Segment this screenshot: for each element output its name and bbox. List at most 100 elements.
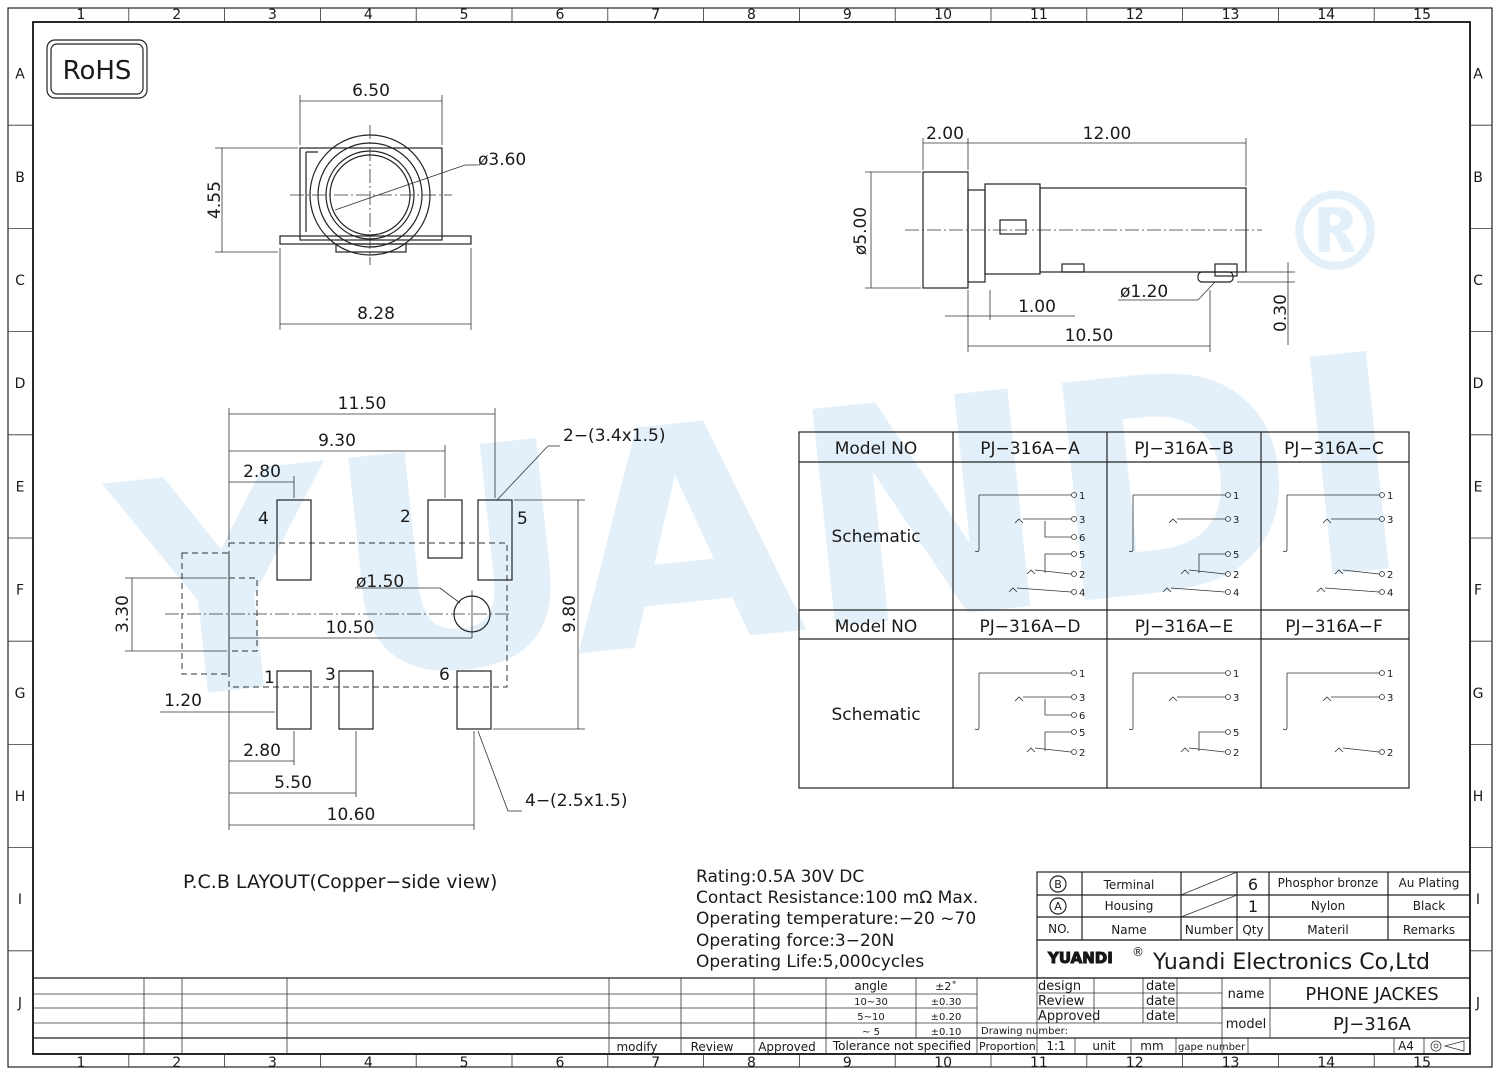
watermark-reg: ® xyxy=(1280,168,1390,296)
dim-side-height: 0.30 xyxy=(1271,294,1291,332)
bom-header-name: Name xyxy=(1111,923,1146,937)
dim-front-width-bottom: 8.28 xyxy=(357,304,395,324)
dim-side-bottom: 10.50 xyxy=(1065,326,1114,346)
spec-force: Operating force:3−20N xyxy=(696,931,894,951)
spec-rating: Rating:0.5A 30V DC xyxy=(696,867,864,887)
sheet-border: 1122334455667788991010111112121313141415… xyxy=(7,7,1493,1071)
pin-label-6: 6 xyxy=(439,665,450,685)
dim-pcb-10-50: 10.50 xyxy=(326,618,375,638)
tb-unit-value: mm xyxy=(1140,1039,1163,1053)
col-marker: 7 xyxy=(651,1055,660,1071)
pad-1 xyxy=(276,670,312,730)
bom-no-b: B xyxy=(1054,878,1062,891)
pin-label: 3 xyxy=(1233,515,1239,526)
pcb-caption: P.C.B LAYOUT(Copper−side view) xyxy=(183,871,497,893)
dim-front-width-top: 6.50 xyxy=(352,81,390,101)
row-marker: G xyxy=(15,686,26,702)
dim-pcb-pad-bot: 4−(2.5x1.5) xyxy=(525,791,627,811)
pin-label: 1 xyxy=(1387,669,1393,680)
schematic-table: Model NO Model NO Schematic Schematic PJ… xyxy=(798,431,1410,789)
row-marker: G xyxy=(1473,686,1484,702)
bom-name-terminal: Terminal xyxy=(1103,878,1155,892)
pin-label: 2 xyxy=(1387,570,1393,581)
col-marker: 5 xyxy=(460,7,469,23)
dim-pcb-1-20: 1.20 xyxy=(164,691,202,711)
rev-modify: modify xyxy=(616,1040,657,1054)
tb-approved: Approved xyxy=(1038,1009,1100,1024)
pin-label: 5 xyxy=(1079,728,1085,739)
pad-2 xyxy=(427,499,463,559)
model-d: PJ−316A−D xyxy=(980,617,1081,637)
pcb-layout: 4 2 5 1 3 6 11.50 9.30 2.80 2−(3.4x1.5) … xyxy=(113,394,665,893)
col-marker: 8 xyxy=(747,1055,756,1071)
tb-date-2: date xyxy=(1146,994,1175,1009)
col-marker: 8 xyxy=(747,7,756,23)
tol-range-3: ~ 5 xyxy=(862,1027,880,1038)
row-marker: F xyxy=(16,583,24,599)
pin-label: 3 xyxy=(1233,693,1239,704)
pad-3 xyxy=(338,670,374,730)
bom-remarks-housing: Black xyxy=(1413,899,1446,913)
spec-life: Operating Life:5,000cycles xyxy=(696,952,924,972)
pin-label: 3 xyxy=(1387,693,1393,704)
row-marker: H xyxy=(15,789,26,805)
tb-gape-number: gape number xyxy=(1178,1042,1246,1053)
tb-paper-size: A4 xyxy=(1398,1039,1414,1053)
title-block: YUANDI ® Yuandi Electronics Co,Ltd desig… xyxy=(33,939,1471,1054)
tb-design: design xyxy=(1038,979,1081,994)
front-view: 6.50 4.55 ø3.60 8.28 xyxy=(205,81,526,330)
pin-label: 1 xyxy=(1387,491,1393,502)
dim-pcb-hole: ø1.50 xyxy=(356,572,404,592)
tb-model-label: model xyxy=(1226,1017,1266,1032)
pin-label: 1 xyxy=(1079,669,1085,680)
pin-label-2: 2 xyxy=(400,507,411,527)
tol-range-2-value: ±0.20 xyxy=(931,1012,962,1023)
pin-label: 2 xyxy=(1387,748,1393,759)
bom-name-housing: Housing xyxy=(1105,899,1154,913)
row-marker: E xyxy=(1474,479,1483,495)
bom-header-number: Number xyxy=(1185,923,1233,937)
tb-date-1: date xyxy=(1146,979,1175,994)
row-marker: D xyxy=(15,376,26,392)
pin-label: 6 xyxy=(1079,533,1085,544)
company-logo: YUANDI xyxy=(1047,949,1113,967)
col-marker: 15 xyxy=(1413,7,1431,23)
rev-review: Review xyxy=(691,1040,734,1054)
dim-pcb-11-50: 11.50 xyxy=(338,394,387,414)
dim-front-height: 4.55 xyxy=(205,181,225,219)
col-marker: 3 xyxy=(268,1055,277,1071)
tb-name-value: PHONE JACKES xyxy=(1305,984,1438,1005)
bom-no-a: A xyxy=(1054,900,1062,913)
schematic-header-2: Model NO xyxy=(835,617,918,637)
dim-pcb-9-30: 9.30 xyxy=(318,431,356,451)
row-marker: H xyxy=(1473,789,1484,805)
pad-4 xyxy=(276,499,312,581)
pin-label-5: 5 xyxy=(517,509,528,529)
dim-pcb-pad-top: 2−(3.4x1.5) xyxy=(563,426,665,446)
col-marker: 13 xyxy=(1222,1055,1240,1071)
rev-approved: Approved xyxy=(758,1040,816,1054)
pin-label: 1 xyxy=(1079,491,1085,502)
pin-label: 6 xyxy=(1079,711,1085,722)
model-a: PJ−316A−A xyxy=(980,439,1080,459)
pin-label: 3 xyxy=(1079,515,1085,526)
tb-scale: 1:1 xyxy=(1046,1039,1065,1053)
dim-pcb-3-30: 3.30 xyxy=(113,595,133,633)
tol-range-2: 5~10 xyxy=(857,1012,884,1023)
pin-label: 2 xyxy=(1233,570,1239,581)
dim-side-left: 2.00 xyxy=(926,124,964,144)
bom-header-no: NO. xyxy=(1048,922,1070,936)
row-marker: A xyxy=(15,67,25,83)
pad-6 xyxy=(456,670,492,730)
col-marker: 11 xyxy=(1030,7,1048,23)
row-marker: B xyxy=(1473,170,1483,186)
row-marker: D xyxy=(1473,376,1484,392)
watermark-text: YUANDI xyxy=(94,289,1424,772)
schematic-row-label-1: Schematic xyxy=(831,527,920,547)
model-e: PJ−316A−E xyxy=(1135,617,1234,637)
bom-material-housing: Nylon xyxy=(1311,899,1345,913)
dim-side-length: 12.00 xyxy=(1083,124,1132,144)
spec-resistance: Contact Resistance:100 mΩ Max. xyxy=(696,888,978,908)
bom-remarks-terminal: Au Plating xyxy=(1399,876,1460,890)
